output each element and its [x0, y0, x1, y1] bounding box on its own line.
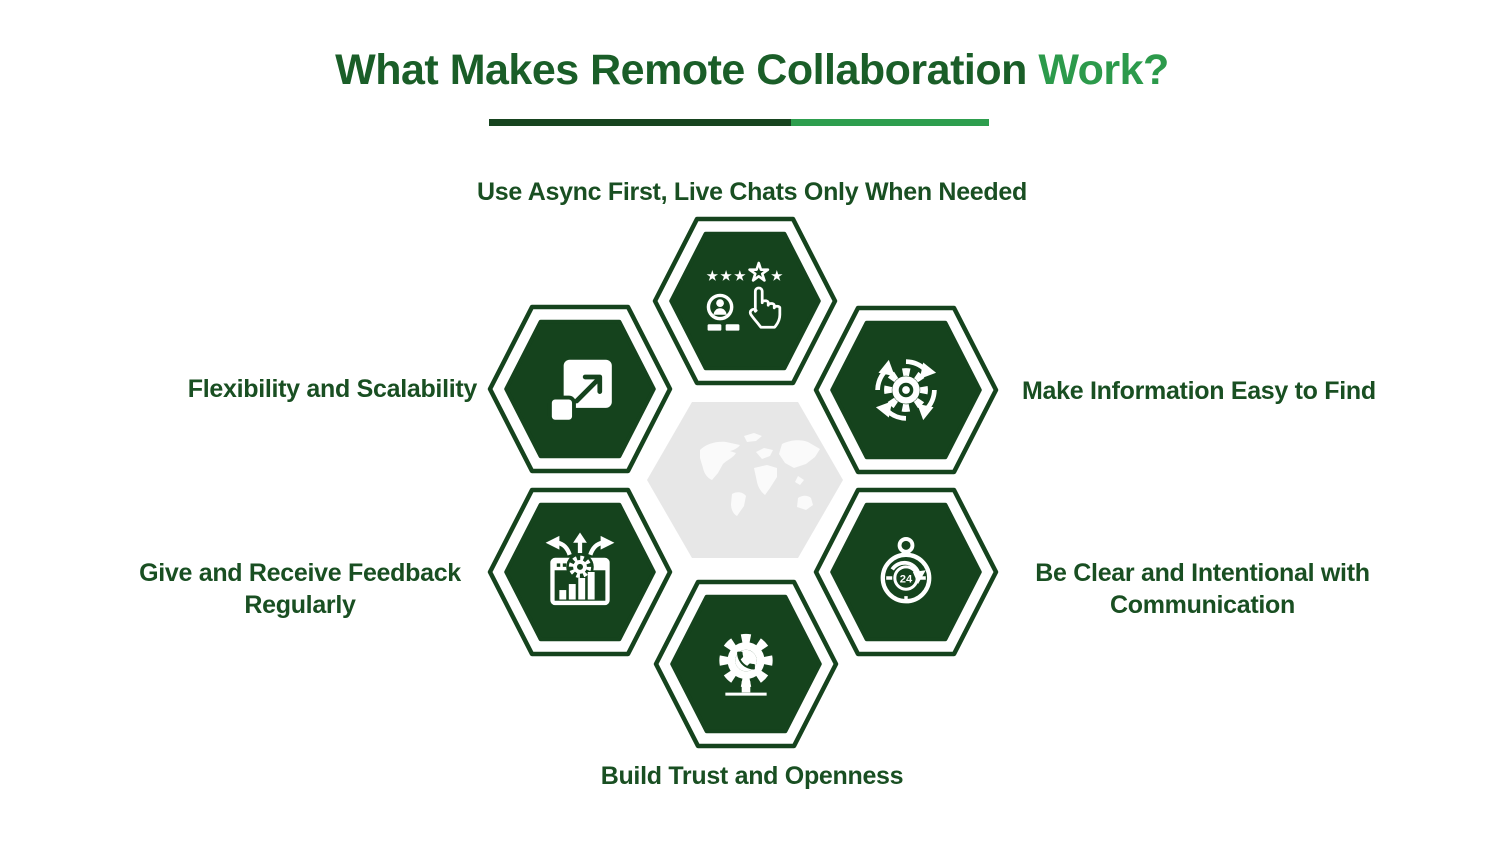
hexagon-info	[810, 302, 1002, 478]
world-map-icon	[647, 402, 843, 558]
divider-dark-segment	[489, 119, 791, 126]
scale-resize-icon	[547, 359, 612, 424]
center-hexagon	[640, 392, 850, 568]
label-clear: Be Clear and Intentional with Communicat…	[1035, 559, 1370, 619]
hexagon-async	[649, 213, 841, 389]
hexagon-clear: 24	[810, 484, 1002, 660]
label-async: Use Async First, Live Chats Only When Ne…	[477, 178, 1027, 206]
stopwatch-value: 24	[900, 573, 913, 585]
hexagon-flexibility	[484, 301, 676, 477]
title-divider	[489, 119, 989, 126]
stopwatch-24-icon: 24	[880, 536, 932, 604]
hexagon-feedback	[484, 484, 676, 660]
divider-light-segment	[791, 119, 989, 126]
label-info: Make Information Easy to Find	[1022, 377, 1376, 405]
hexagon-trust	[650, 576, 842, 752]
label-flexibility: Flexibility and Scalability	[187, 375, 478, 403]
page-title-accent: Work?	[1038, 46, 1169, 94]
label-trust: Build Trust and Openness	[600, 762, 904, 790]
sync-gear-arrows-icon	[875, 359, 937, 421]
gear-phone-icon	[719, 633, 773, 696]
page-title-main: What Makes Remote Collaboration	[335, 46, 1027, 94]
label-feedback: Give and Receive Feedback Regularly	[139, 559, 461, 619]
page-title: What Makes Remote Collaboration Work?	[0, 44, 1504, 96]
rating-hand-click-icon	[706, 261, 783, 331]
chart-gear-arrows-icon	[545, 532, 615, 606]
